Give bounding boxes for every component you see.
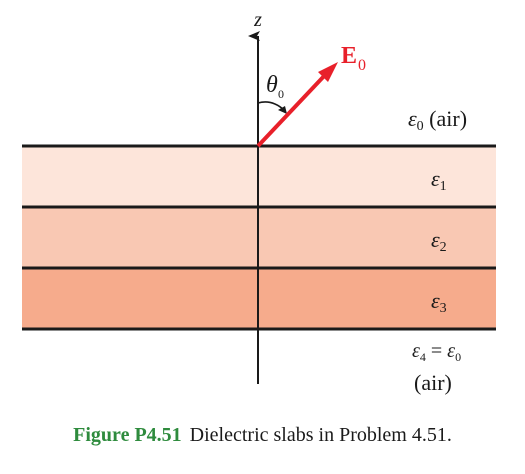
field-label-subscript: 0 — [358, 57, 366, 74]
figure-caption-text: Dielectric slabs in Problem 4.51. — [189, 424, 452, 446]
layer-3-label: ε3 — [431, 288, 447, 316]
field-vector-arrowhead — [318, 62, 338, 82]
layer-1-label: ε1 — [431, 166, 447, 194]
bottom-air-label: (air) — [414, 370, 452, 395]
field-label: E — [341, 43, 357, 69]
figure-caption: Figure P4.51 Dielectric slabs in Problem … — [0, 424, 525, 447]
layer-4-label: ε4 = ε0 — [412, 340, 461, 364]
z-axis-label: z — [253, 9, 262, 31]
layer-2-label: ε2 — [431, 227, 447, 255]
angle-arc-arrowhead — [278, 106, 287, 114]
layer-0-label: ε0 (air) — [408, 106, 467, 134]
angle-label-subscript: 0 — [278, 87, 284, 101]
angle-arc — [257, 101, 285, 111]
field-vector-line — [256, 72, 328, 148]
angle-label: θ — [266, 72, 278, 98]
figure-caption-label: Figure P4.51 — [73, 424, 182, 446]
